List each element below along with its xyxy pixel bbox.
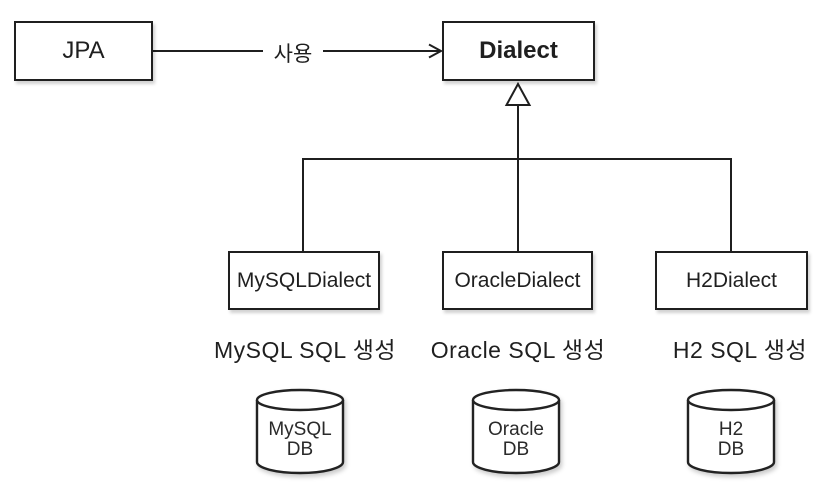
h2-db-cylinder: H2 DB (686, 388, 776, 484)
database-cylinder-icon (686, 388, 776, 475)
mysql-dialect-label: MySQLDialect (236, 268, 372, 292)
uses-association-label: 사용 (263, 38, 323, 68)
db-label-line1: MySQL (268, 419, 332, 440)
oracle-dialect-node: OracleDialect (442, 251, 593, 310)
database-cylinder-icon (255, 388, 345, 475)
dialect-node-label: Dialect (479, 37, 558, 64)
mysql-db-cylinder: MySQL DB (255, 388, 345, 484)
mysql-sql-caption: MySQL SQL 생성 (213, 337, 397, 363)
mysql-db-label: MySQL DB (255, 388, 345, 484)
generalization-triangle-icon (504, 81, 532, 106)
db-label-line2: DB (717, 439, 745, 460)
dialect-node: Dialect (442, 21, 595, 81)
oracle-db-cylinder: Oracle DB (471, 388, 561, 484)
mysql-dialect-node: MySQLDialect (228, 251, 380, 310)
db-label-line1: H2 (718, 419, 744, 440)
db-label-line1: Oracle (488, 419, 544, 440)
h2-sql-caption: H2 SQL 생성 (672, 337, 808, 363)
jpa-node: JPA (14, 21, 153, 81)
oracle-db-label: Oracle DB (471, 388, 561, 484)
jpa-node-label: JPA (62, 37, 105, 64)
uses-arrowhead-icon (428, 43, 444, 59)
oracle-sql-caption: Oracle SQL 생성 (430, 337, 606, 363)
db-label-line2: DB (286, 439, 314, 460)
database-cylinder-icon (471, 388, 561, 475)
h2-dialect-label: H2Dialect (685, 268, 778, 292)
h2-dialect-node: H2Dialect (655, 251, 808, 310)
oracle-dialect-label: OracleDialect (454, 268, 581, 292)
h2-db-label: H2 DB (686, 388, 776, 484)
db-label-line2: DB (502, 439, 530, 460)
